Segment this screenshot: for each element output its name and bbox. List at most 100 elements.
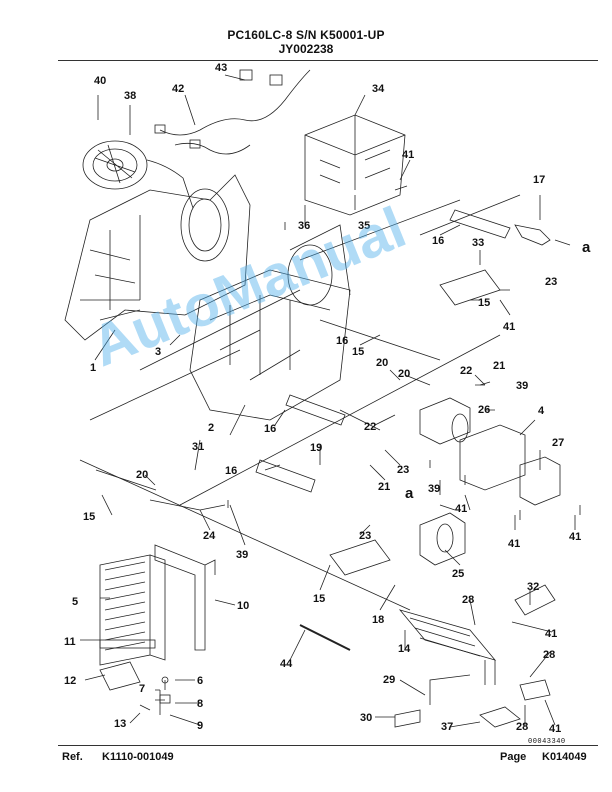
callout-6: 6 [197, 675, 203, 687]
rod-part [299, 624, 351, 651]
callout-16: 16 [264, 423, 276, 435]
model-title: PC160LC-8 S/N K50001-UP [227, 28, 385, 42]
callout-23: 23 [359, 530, 371, 542]
callout-28: 28 [462, 594, 474, 606]
callout-42: 42 [172, 83, 184, 95]
bottom-divider [58, 745, 598, 746]
callout-38: 38 [124, 90, 136, 102]
callout-28: 28 [543, 649, 555, 661]
callout-43: 43 [215, 62, 227, 74]
servo-motor-part [419, 512, 466, 566]
callout-29: 29 [383, 674, 395, 686]
callout-32: 32 [527, 581, 539, 593]
bracket-part [519, 679, 551, 701]
callout-15: 15 [352, 346, 364, 358]
evaporator-part [99, 554, 166, 666]
callout-7: 7 [139, 683, 145, 695]
callout-33: 33 [472, 237, 484, 249]
callout-30: 30 [360, 712, 372, 724]
callout-21: 21 [493, 360, 505, 372]
callout-41: 41 [455, 503, 467, 515]
callout-15: 15 [313, 593, 325, 605]
callout-13: 13 [114, 718, 126, 730]
duct-part [255, 209, 511, 493]
callout-39: 39 [428, 483, 440, 495]
callout-27: 27 [552, 437, 564, 449]
drawing-code: 00043340 [528, 738, 566, 746]
callout-20: 20 [398, 368, 410, 380]
callout-41: 41 [402, 149, 414, 161]
callout-18: 18 [372, 614, 384, 626]
page-label: Page [500, 751, 527, 763]
callout-31: 31 [192, 441, 204, 453]
cover-part [154, 544, 216, 651]
callout-24: 24 [203, 530, 216, 542]
callout-1: 1 [90, 362, 96, 374]
callout-21: 21 [378, 481, 390, 493]
callout-4: 4 [538, 405, 545, 417]
callout-3: 3 [155, 346, 161, 358]
filter-panel-part [329, 269, 501, 576]
callout-23: 23 [545, 276, 557, 288]
callout-8: 8 [197, 698, 203, 710]
callout-34: 34 [372, 83, 385, 95]
callout-16: 16 [432, 235, 444, 247]
callout-22: 22 [460, 365, 472, 377]
callout-17: 17 [533, 174, 545, 186]
callout-16: 16 [225, 465, 237, 477]
callout-12: 12 [64, 675, 76, 687]
blower-housing-part [64, 174, 251, 341]
callout-39: 39 [516, 380, 528, 392]
lever-link-part [95, 224, 551, 511]
screw-part [227, 185, 581, 520]
callout-41: 41 [503, 321, 515, 333]
seal-part [99, 639, 156, 649]
callout-15: 15 [478, 297, 490, 309]
callout-37: 37 [441, 721, 453, 733]
callout-26: 26 [478, 404, 490, 416]
callout-25: 25 [452, 568, 464, 580]
callout-20: 20 [376, 357, 388, 369]
callout-10: 10 [237, 600, 249, 612]
callout-9: 9 [197, 720, 203, 732]
ref-value: K1110-001049 [102, 751, 174, 763]
callout-36: 36 [298, 220, 310, 232]
callout-41: 41 [508, 538, 520, 550]
blower-motor-part [82, 140, 194, 209]
wire-harness-part [154, 69, 311, 155]
pad-part [99, 661, 141, 691]
hose-part [429, 674, 471, 705]
actuator-part [459, 424, 561, 506]
callout-28: 28 [516, 721, 528, 733]
servo-motor-part [419, 397, 471, 445]
bolt-part [139, 676, 171, 715]
callout-19: 19 [310, 442, 322, 454]
link-marker-a: a [582, 239, 591, 256]
callout-11: 11 [64, 636, 76, 648]
heater-core-part [398, 609, 497, 685]
callout-23: 23 [397, 464, 409, 476]
callout-22: 22 [364, 421, 376, 433]
top-divider [58, 60, 598, 61]
link-marker-a: a [405, 485, 414, 502]
callout-2: 2 [208, 422, 214, 434]
callout-41: 41 [569, 531, 581, 543]
callout-15: 15 [83, 511, 95, 523]
callout-14: 14 [398, 643, 411, 655]
ref-label: Ref. [62, 751, 83, 763]
group-code: JY002238 [278, 42, 334, 56]
callout-5: 5 [72, 596, 78, 608]
duct-part [514, 584, 556, 616]
page-value: K014049 [542, 751, 587, 763]
callout-41: 41 [549, 723, 561, 735]
callout-39: 39 [236, 549, 248, 561]
callout-44: 44 [280, 658, 293, 670]
callout-16: 16 [336, 335, 348, 347]
pad-part [394, 709, 421, 728]
callout-41: 41 [545, 628, 557, 640]
plate-part [479, 706, 521, 728]
callout-35: 35 [358, 220, 370, 232]
callout-20: 20 [136, 469, 148, 481]
callout-40: 40 [94, 75, 106, 87]
